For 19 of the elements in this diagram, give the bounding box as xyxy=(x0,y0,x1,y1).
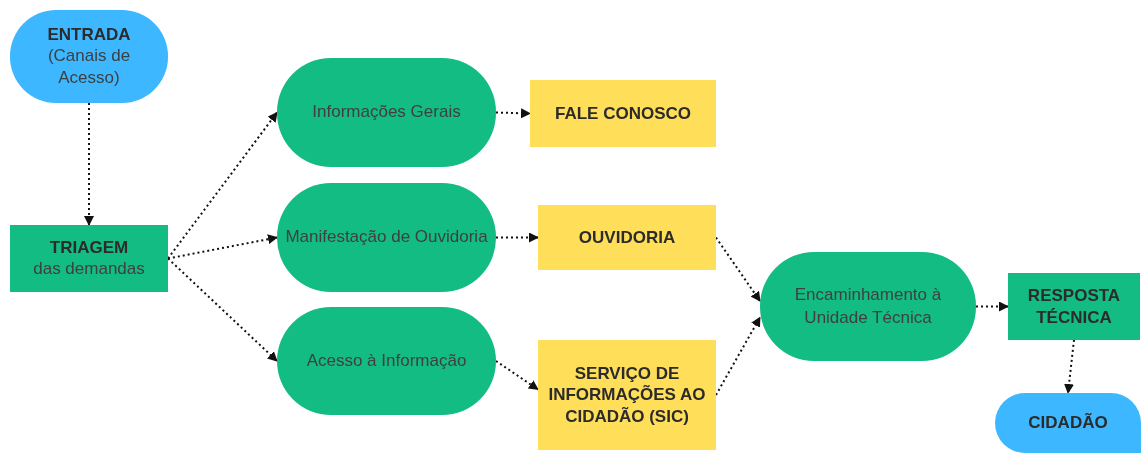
node-label: das demandas xyxy=(33,258,145,281)
node-label: Informações Gerais xyxy=(312,101,461,124)
node-label: OUVIDORIA xyxy=(578,226,676,249)
channel-box xyxy=(530,80,716,147)
channel-box xyxy=(538,340,716,450)
node-label: Encaminhamento à Unidade Técnica xyxy=(793,284,943,329)
node-heading: TRIAGEM xyxy=(49,236,129,259)
node-label: CIDADÃO xyxy=(1028,412,1108,434)
channel-box xyxy=(538,205,716,270)
node-label: Manifestação de Ouvidoria xyxy=(285,226,488,249)
end-terminal xyxy=(995,393,1141,453)
process-box xyxy=(1008,273,1140,340)
node-label: FALE CONOSCO xyxy=(555,102,691,125)
node-label: (Canais de Acesso) xyxy=(46,45,132,90)
node-label: RESPOSTA TÉCNICA xyxy=(1026,285,1122,328)
node-label: SERVIÇO DE INFORMAÇÕES AO CIDADÃO (SIC) xyxy=(547,363,707,427)
node-label: Acesso à Informação xyxy=(306,349,467,372)
node-heading: ENTRADA xyxy=(47,23,131,46)
process-box xyxy=(10,225,168,292)
